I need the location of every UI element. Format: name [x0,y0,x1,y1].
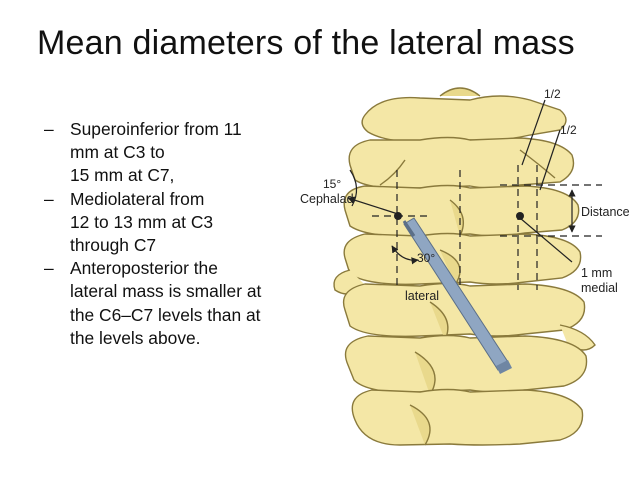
list-item: –Superoinferior from 11 [44,119,242,139]
vertebra-c3 [348,136,575,189]
drill-needle [402,217,512,374]
entry-point-right [516,212,524,220]
label-distance: Distance [581,205,630,219]
list-item: the levels above. [70,327,201,348]
vertebra-c2 [361,87,567,143]
list-item: 15 mm at C7, [70,165,175,186]
vertebra-c7 [344,334,588,396]
list-item: the C6–C7 levels than at [70,304,261,325]
label-1-mm: 1 mm [581,266,612,280]
slide-title: Mean diameters of the lateral mass [37,24,575,62]
label-cephalad: Cephalad [300,192,354,206]
list-item: lateral mass is smaller at [70,281,262,302]
vertebra-c4 [343,184,580,237]
list-item: through C7 [70,235,157,256]
list-item: –Mediolateral from [44,188,205,209]
list-item: 12 to 13 mm at C3 [70,211,214,232]
label-angle-15: 15° [323,177,341,191]
label-half-mid: 1/2 [560,123,577,137]
cervical-spine-illustration: 1/2 1/2 15° Cephalad 30° lateral Distanc… [300,87,630,446]
list-item: –Anteroposterior the [44,258,218,279]
annotation-lines [347,99,602,290]
entry-point-left [394,212,402,220]
label-angle-30: 30° [417,251,435,265]
label-medial: medial [581,281,618,295]
label-half-top: 1/2 [544,87,561,101]
label-lateral: lateral [405,289,439,303]
vertebra-t1 [351,388,584,446]
bullet-list: –Superoinferior from 11 mm at C3 to 15 m… [44,118,314,350]
list-item: mm at C3 to [70,142,165,163]
